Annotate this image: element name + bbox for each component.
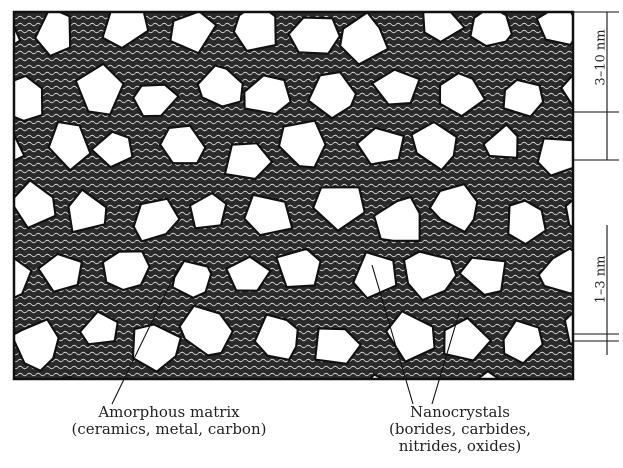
nano-label-line1: Nanocrystals bbox=[350, 404, 570, 421]
large-spacing-label: 3–10 nm bbox=[594, 23, 609, 93]
nanocrystal-grain bbox=[0, 76, 42, 121]
nano-label-line2: (borides, carbides, bbox=[350, 421, 570, 438]
nanocrystal-grain bbox=[0, 378, 22, 431]
nano-label-line3: nitrides, oxides) bbox=[350, 438, 570, 455]
nanocrystals-label: Nanocrystals (borides, carbides, nitride… bbox=[350, 404, 570, 455]
amorphous-matrix-label: Amorphous matrix (ceramics, metal, carbo… bbox=[44, 404, 294, 438]
nanocrystal-grain bbox=[565, 311, 603, 347]
matrix-label-line2: (ceramics, metal, carbon) bbox=[44, 421, 294, 438]
matrix-label-line1: Amorphous matrix bbox=[44, 404, 294, 421]
small-spacing-label: 1–3 nm bbox=[594, 245, 609, 315]
